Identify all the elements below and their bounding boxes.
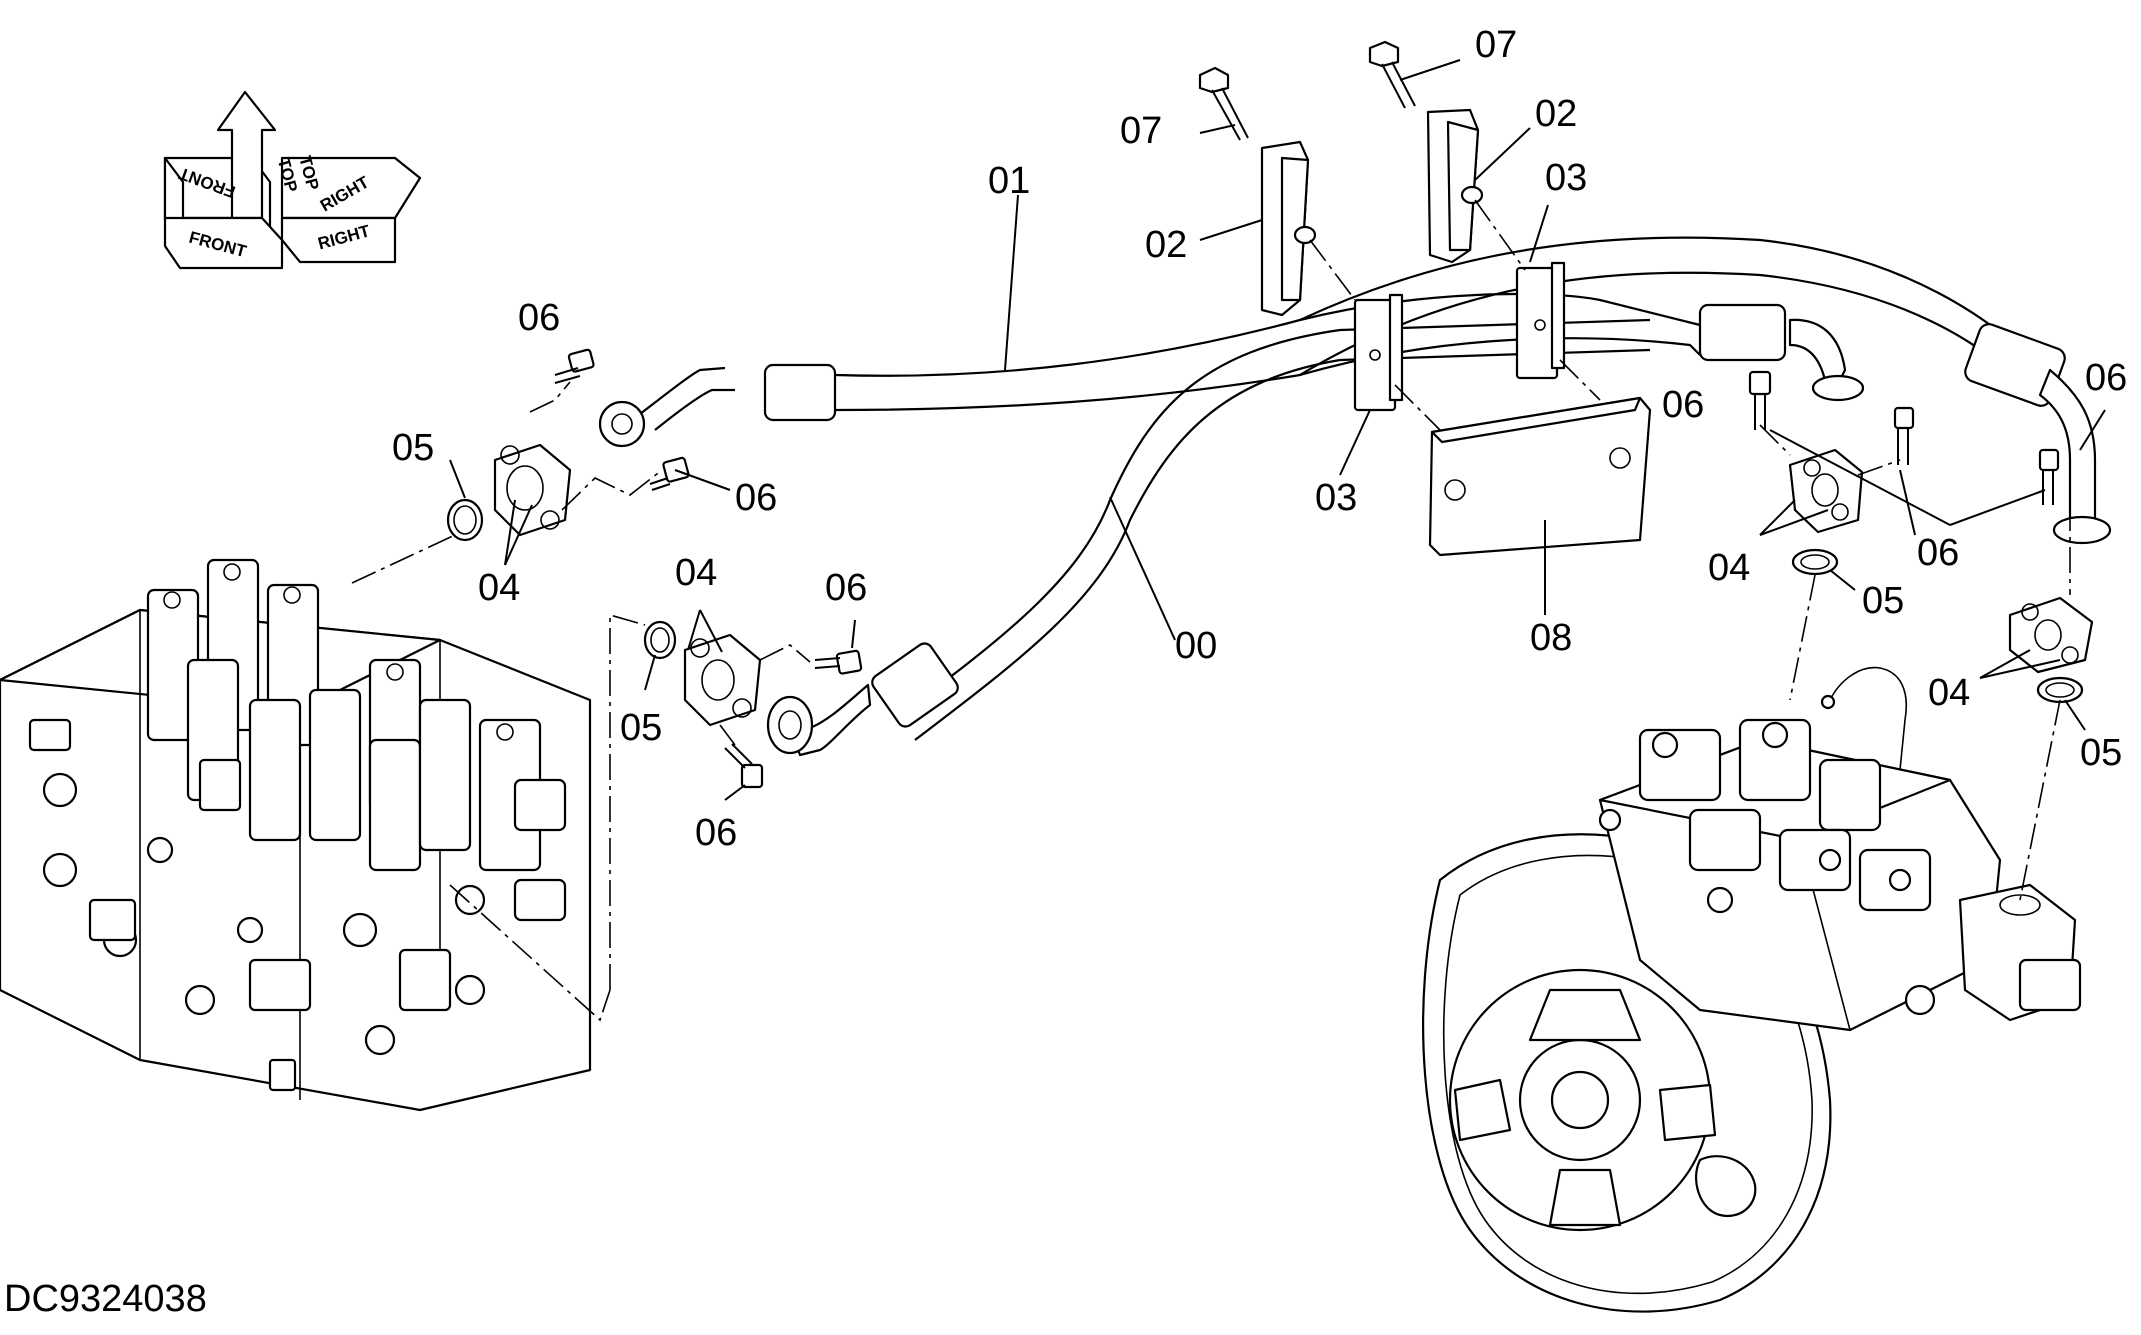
leader-lines [449, 59, 2106, 801]
callout-02-right: 02 [1535, 93, 1577, 135]
bolt-06-right-b [1893, 406, 1915, 465]
callout-05-upper-left: 05 [392, 427, 434, 469]
bolt-06-lower-b [724, 743, 764, 789]
callout-03-left: 03 [1315, 477, 1357, 519]
callout-03-right: 03 [1545, 157, 1587, 199]
callout-05-lower-right: 05 [2080, 732, 2122, 774]
oring-05-upper-right [1791, 548, 1839, 576]
bolt-07-right [1368, 40, 1416, 109]
plate-08 [1428, 396, 1652, 557]
callout-04-lower-left: 04 [675, 552, 717, 594]
flange-04-lower-left [683, 633, 762, 727]
callout-06-right-b: 06 [1917, 532, 1959, 574]
callout-02-left: 02 [1145, 224, 1187, 266]
callout-04-upper-right: 04 [1708, 547, 1750, 589]
oring-05-lower-left [643, 620, 677, 660]
callout-06-lower-a: 06 [825, 567, 867, 609]
flange-04-upper-right [1788, 448, 1864, 534]
bolt-06-right-a [1748, 370, 1772, 430]
callout-05-upper-right: 05 [1862, 580, 1904, 622]
callout-06-upper-a: 06 [518, 297, 560, 339]
callout-06-upper-b: 06 [735, 477, 777, 519]
hose-01 [598, 236, 2112, 545]
oring-05-lower-right [2036, 676, 2084, 704]
callout-04-lower-right: 04 [1928, 672, 1970, 714]
main-pump [1422, 666, 2082, 1313]
bolt-06-lower-a [814, 649, 863, 675]
bolt-06-right-c [2038, 448, 2060, 505]
orientation-indicator: FRONT FRONT TOP TOP RIGHT RIGHT [163, 90, 422, 270]
clamp-assembly-left [1260, 140, 1404, 412]
control-valve [0, 558, 592, 1112]
hose-00 [766, 318, 1651, 757]
callout-labels: 01 00 07 07 02 02 03 03 08 06 05 04 06 0… [392, 24, 2127, 854]
callout-08: 08 [1530, 617, 1572, 659]
flange-04-upper-left [493, 443, 572, 537]
bolt-07-left [1198, 66, 1249, 141]
clamp-assembly-right [1426, 108, 1566, 380]
callout-04-upper-left: 04 [478, 567, 520, 609]
callout-06-lower-b: 06 [695, 812, 737, 854]
callout-00: 00 [1175, 625, 1217, 667]
callout-06-right-a: 06 [1662, 384, 1704, 426]
callout-05-lower-left: 05 [620, 707, 662, 749]
callout-07-right: 07 [1475, 24, 1517, 66]
bolt-06-upper-a [554, 348, 595, 384]
alignment-lines [351, 199, 2071, 1022]
oring-05-upper-left [446, 498, 484, 542]
callout-07-left: 07 [1120, 110, 1162, 152]
callout-06-right-c: 06 [2085, 357, 2127, 399]
callout-01: 01 [988, 160, 1030, 202]
flange-04-lower-right [2008, 596, 2094, 674]
drawing-number: DC9324038 [4, 1278, 207, 1320]
